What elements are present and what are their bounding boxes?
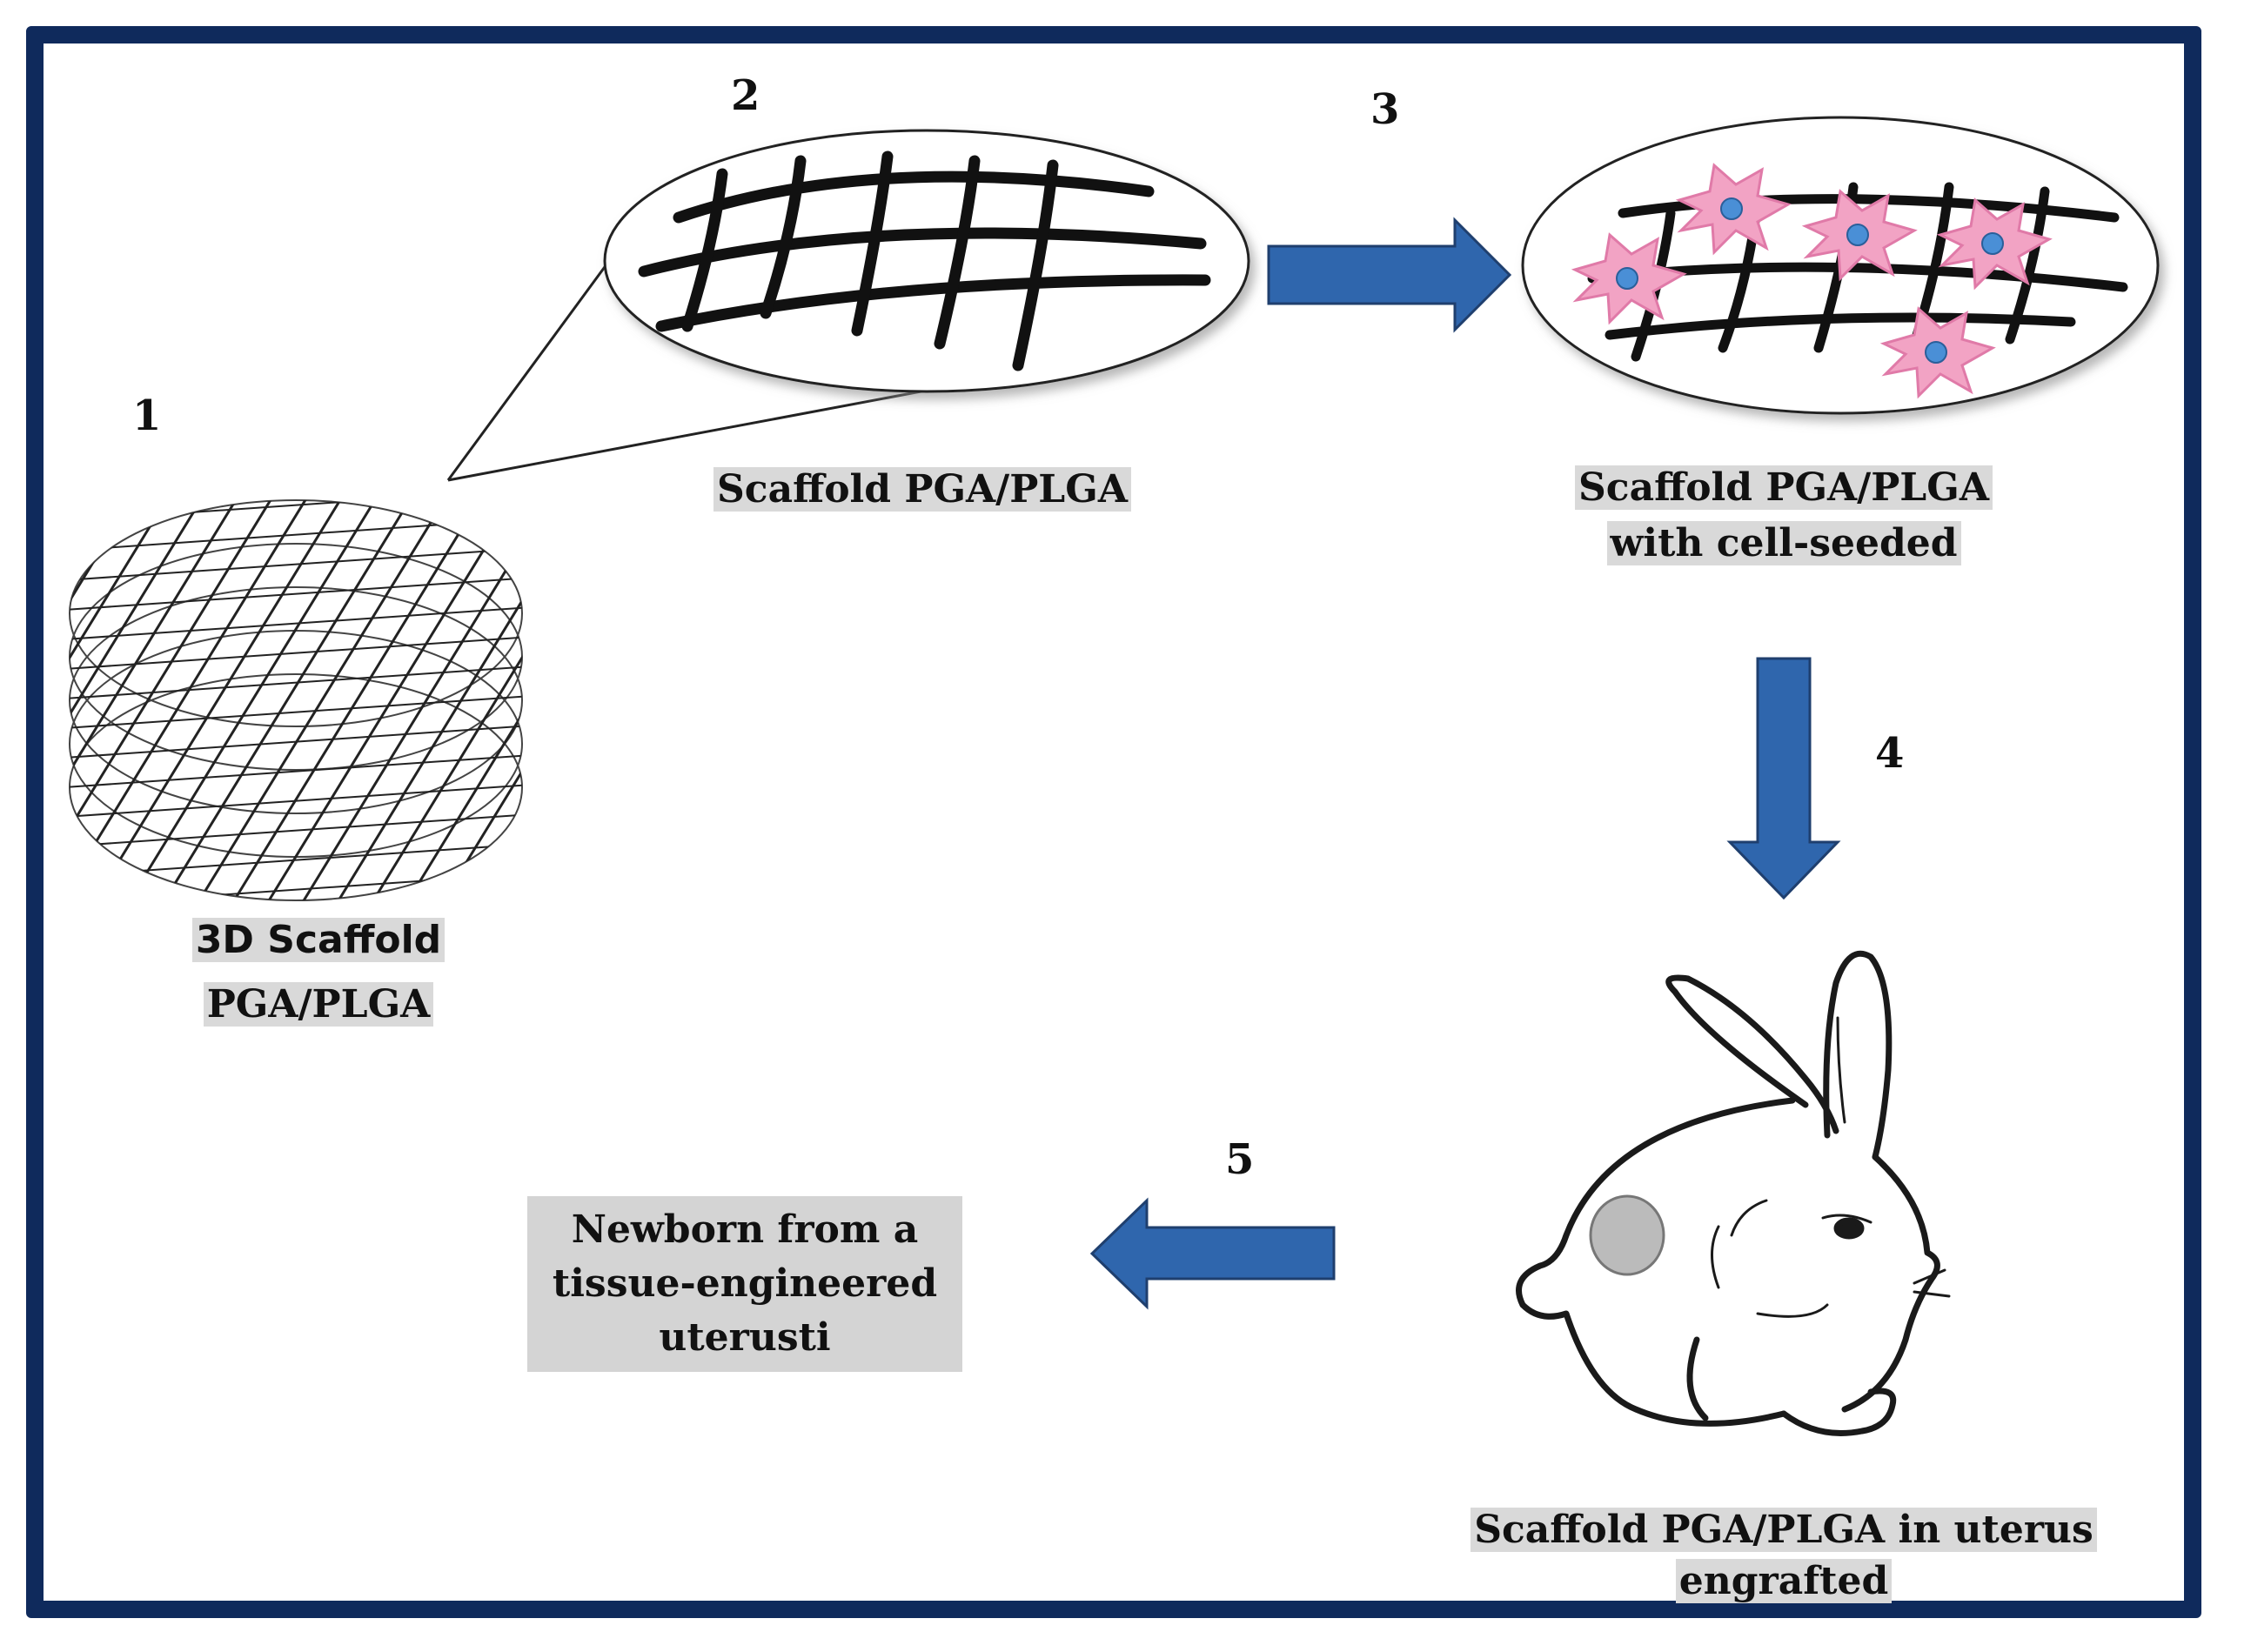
scaffold-grid-line [70, 500, 211, 900]
label-cell-seeded-2: with cell-seeded [1540, 515, 2027, 572]
scaffold-grid-line [70, 752, 522, 789]
label-cell-seeded-line2: with cell-seeded [1606, 521, 1961, 565]
arrow-right-icon [1267, 217, 1512, 333]
label-3d-scaffold-line2: PGA/PLGA [203, 982, 434, 1027]
scaffold-grid-line [70, 500, 245, 900]
scaffold-grid-line [433, 500, 522, 900]
step-number-2: 2 [731, 71, 760, 120]
scaffold-grid-line [70, 500, 522, 523]
rabbit-illustration [1516, 950, 1951, 1436]
scaffold-grid-line [364, 500, 522, 900]
scaffold-grid-line [70, 782, 522, 819]
scaffold-grid-line [190, 500, 454, 900]
scaffold-grid-line [70, 545, 522, 582]
seeded-cell-icon [1675, 163, 1792, 256]
step-number-5: 5 [1225, 1135, 1255, 1184]
scaffold-grid-line [224, 500, 489, 900]
label-engrafted: Scaffold PGA/PLGA in uterus [1462, 1502, 2106, 1559]
scaffold-grid-line [70, 871, 522, 900]
arrow-down-icon [1726, 657, 1841, 900]
scaffold-grid-line [468, 500, 522, 900]
scaffold-grid-line [0, 487, 35, 913]
label-3d-scaffold-line1: 3D Scaffold [191, 918, 446, 962]
seeded-cell-icon [1801, 189, 1918, 282]
scaffold-grid-line [70, 664, 522, 700]
scaffold-grid-line [70, 723, 522, 759]
step-number-1: 1 [132, 391, 162, 440]
scaffold-grid-line [70, 500, 106, 900]
scaffold-grid-line [70, 500, 315, 900]
seeded-cell-icon [1571, 232, 1687, 325]
scaffold-grid-line [70, 516, 522, 552]
scaffold-grid-line [70, 693, 522, 730]
label-scaffold: Scaffold PGA/PLGA [696, 461, 1149, 518]
scaffold-grid-line [399, 500, 522, 900]
zoom-line-upper [446, 260, 611, 481]
label-cell-seeded: Scaffold PGA/PLGA [1540, 459, 2027, 517]
newborn-box: Newborn from a tissue-engineered uterust… [527, 1196, 962, 1372]
scaffold-grid-line [120, 500, 385, 900]
newborn-label: Newborn from a tissue-engineered uterust… [552, 1207, 938, 1360]
scaffold-grid-line [70, 634, 522, 671]
cell-seeded-scaffold-illustration [1521, 116, 2160, 415]
label-scaffold-text: Scaffold PGA/PLGA [713, 467, 1131, 512]
zoom-line-lower [447, 385, 945, 482]
arrow-left-icon [1089, 1197, 1336, 1310]
label-engrafted-line2: engrafted [1675, 1559, 1893, 1603]
scaffold-grid-line [70, 500, 280, 900]
label-engrafted-2: engrafted [1462, 1557, 2106, 1606]
label-engrafted-line1: Scaffold PGA/PLGA in uterus [1471, 1508, 2097, 1552]
label-cell-seeded-line1: Scaffold PGA/PLGA [1575, 465, 1993, 510]
scaffold-grid-line [259, 500, 522, 900]
scaffold-grid-line [70, 575, 522, 612]
scaffold-grid-line [503, 500, 522, 900]
scaffold-grid-line [539, 487, 801, 913]
scaffold-mesh-illustration [603, 129, 1250, 393]
label-3d-scaffold-material: PGA/PLGA [144, 976, 492, 1033]
label-3d-scaffold: 3D Scaffold [144, 912, 492, 969]
scaffold-grid-line [70, 500, 176, 900]
seeded-cell-icon [1879, 306, 1996, 399]
scaffold-grid-line [70, 605, 522, 641]
scaffold-grid-line [70, 500, 71, 900]
stacked-scaffold-illustration [0, 487, 801, 913]
scaffold-grid-line [294, 500, 522, 900]
step-number-4: 4 [1875, 729, 1905, 778]
seeded-cell-icon [1936, 197, 2053, 291]
scaffold-grid-line [70, 812, 522, 848]
step-number-3: 3 [1370, 85, 1400, 134]
